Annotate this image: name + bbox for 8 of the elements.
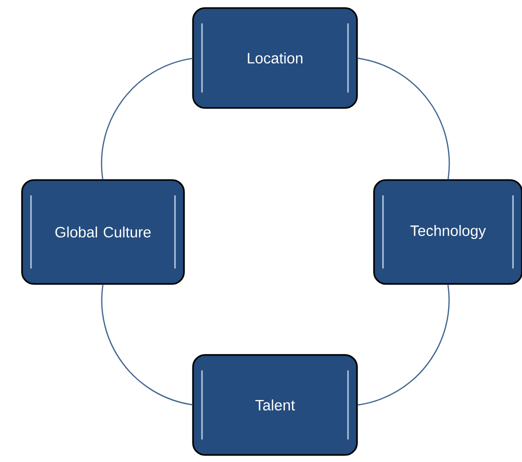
process-box: Talent xyxy=(192,354,358,456)
ring-arc xyxy=(101,284,192,406)
ring-arc xyxy=(358,284,450,406)
process-box: Location xyxy=(192,7,358,109)
ring-arc xyxy=(100,58,192,180)
ring-arc xyxy=(358,58,450,180)
process-box: Global Culture xyxy=(21,179,185,285)
process-box: Technology xyxy=(373,179,522,285)
